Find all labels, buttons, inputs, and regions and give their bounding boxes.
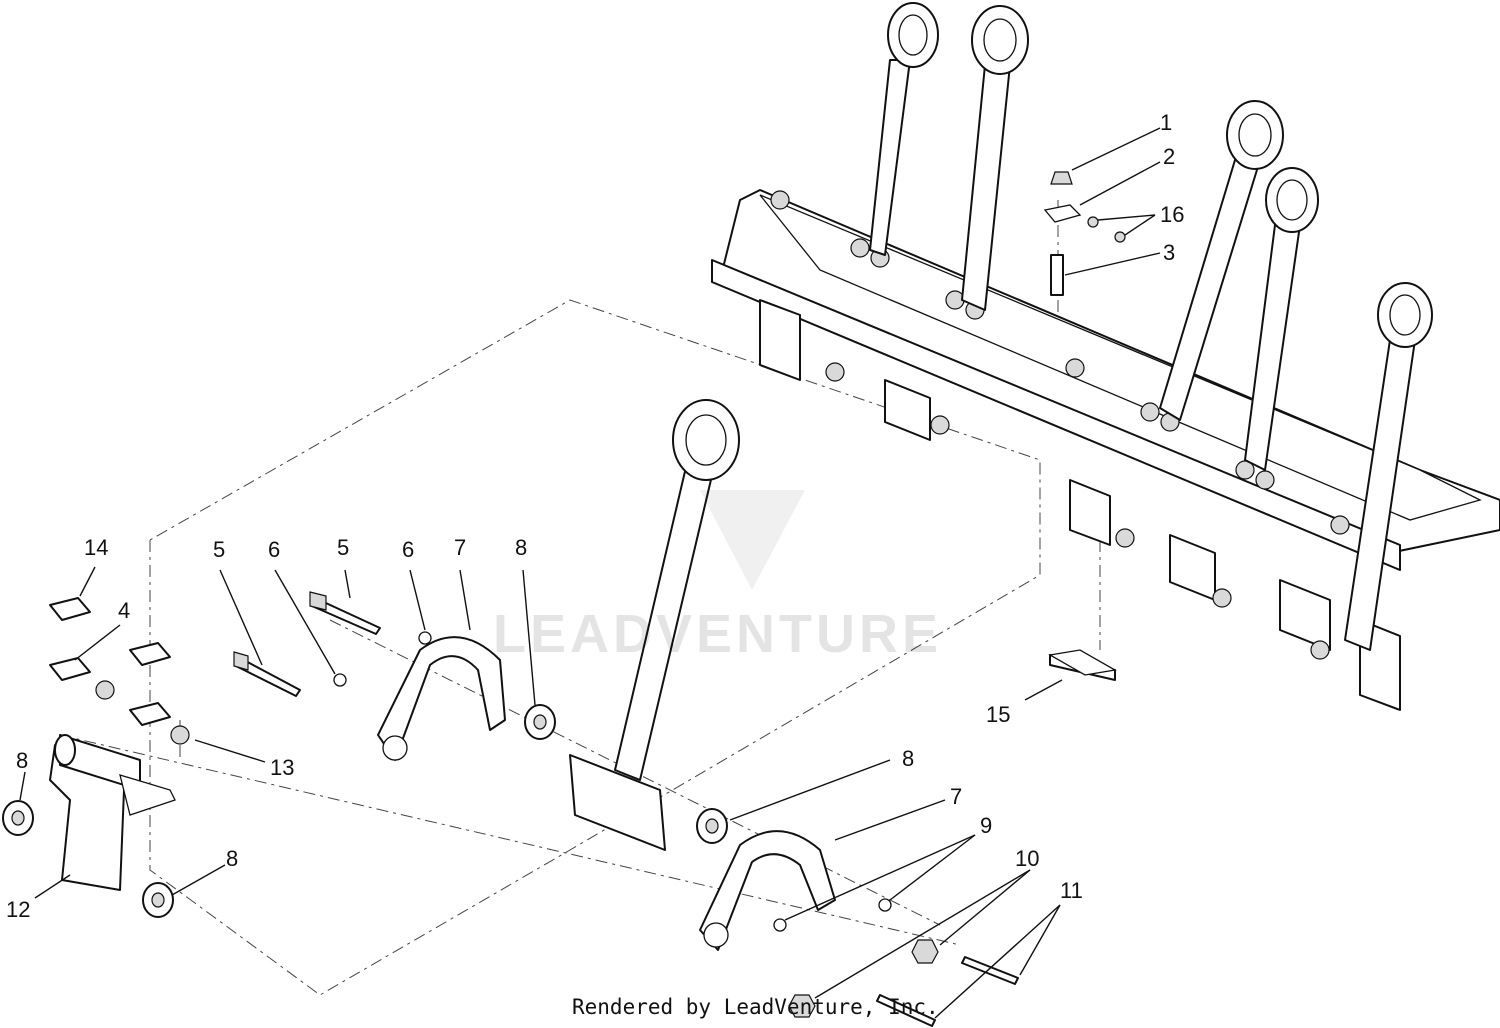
callout-13: 13 — [270, 755, 294, 780]
callout-3: 3 — [1163, 240, 1175, 265]
callout-8a: 8 — [515, 535, 527, 560]
frame-levers — [869, 2, 1433, 651]
lever-1 — [869, 2, 939, 256]
callout-16: 16 — [1160, 202, 1184, 227]
callout-6b: 6 — [402, 537, 414, 562]
callout-8b: 8 — [16, 748, 28, 773]
callout-1: 1 — [1160, 110, 1172, 135]
callout-14: 14 — [84, 535, 108, 560]
render-credit: Rendered by LeadVenture, Inc. — [572, 995, 939, 1019]
callout-4: 4 — [118, 598, 130, 623]
bolts — [233, 591, 1019, 1027]
callout-12: 12 — [6, 897, 30, 922]
watermark-text: LEADVENTURE — [493, 604, 942, 664]
callout-11: 11 — [1060, 878, 1083, 903]
callout-5b: 5 — [337, 535, 349, 560]
callout-9: 9 — [980, 813, 992, 838]
callout-8d: 8 — [902, 746, 914, 771]
callout-7b: 7 — [950, 784, 962, 809]
callout-5a: 5 — [213, 537, 225, 562]
lever-5 — [1344, 282, 1433, 651]
callout-15: 15 — [986, 702, 1010, 727]
callout-6a: 6 — [268, 537, 280, 562]
lever-3 — [1159, 100, 1284, 421]
frame-hardware — [1043, 171, 1126, 681]
frame-assembly — [711, 189, 1500, 711]
left-bracket-assembly — [49, 597, 190, 891]
leader-lines — [19, 127, 1161, 1019]
pivot-yoke-lower — [699, 830, 836, 951]
center-lever — [569, 399, 740, 851]
bearings — [2, 704, 728, 918]
callout-7a: 7 — [454, 535, 466, 560]
callout-10: 10 — [1015, 846, 1039, 871]
pivot-yoke-upper — [377, 636, 506, 761]
callout-labels: 1 2 16 3 14 4 5 6 5 6 7 8 13 8 12 8 8 7 … — [6, 110, 1184, 922]
lever-2 — [961, 5, 1029, 311]
washers-and-nuts — [333, 631, 939, 1018]
callout-8c: 8 — [226, 846, 238, 871]
leadventure-watermark: LEADVENTURE — [493, 490, 942, 664]
callout-2: 2 — [1163, 144, 1175, 169]
lever-4 — [1244, 167, 1319, 471]
